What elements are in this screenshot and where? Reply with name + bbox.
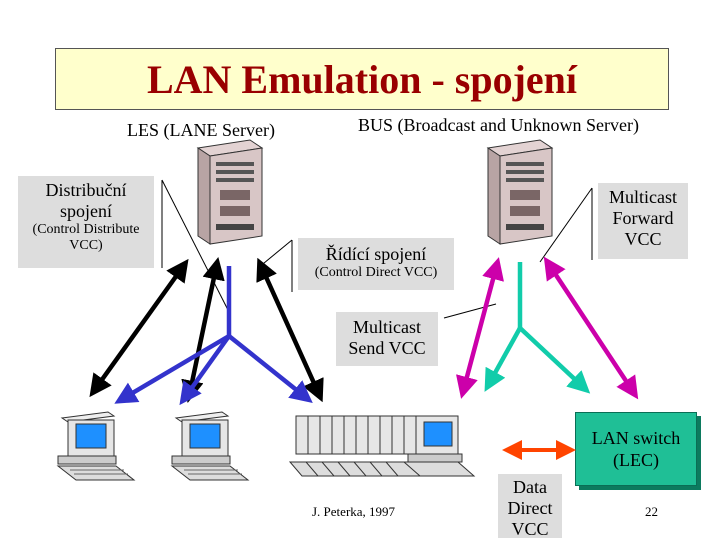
mcast-fwd-arrow-1	[456, 257, 504, 399]
control-distribute-label-box: Distribuční spojení (Control Distribute …	[18, 176, 154, 268]
lan-switch-line1: LAN switch	[591, 428, 681, 448]
distrib-line3: (Control Distribute	[32, 222, 140, 237]
mcast-fwd-line2: Forward	[612, 208, 674, 228]
bus-server-icon	[486, 139, 554, 245]
mcast-fwd-callout-line	[539, 187, 593, 263]
mcast-send-branch-2	[179, 334, 231, 406]
mcast-send-branch-3	[227, 334, 313, 404]
mcast-send-callout-line	[443, 303, 497, 319]
title-box: LAN Emulation - spojení	[55, 48, 669, 110]
distrib-line1: Distribuční	[45, 180, 127, 200]
mcast-send-line1: Multicast	[353, 317, 421, 337]
bus-label: BUS (Broadcast and Unknown Server)	[358, 115, 639, 135]
mcast-fwd-line3: VCC	[624, 229, 662, 249]
data-direct-line1: Data	[513, 477, 547, 497]
data-direct-label-box: Data Direct VCC	[498, 474, 562, 539]
distrib-line4: VCC)	[69, 238, 103, 253]
lan-switch-line2: (LEC)	[613, 450, 659, 470]
workstation-stack-icon	[288, 415, 476, 477]
les-server-icon	[196, 139, 264, 245]
multicast-send-label-box: Multicast Send VCC	[336, 312, 438, 366]
page-title: LAN Emulation - spojení	[146, 56, 578, 102]
mcast-fwd-line1: Multicast	[609, 187, 677, 207]
mcast-send-line2: Send VCC	[348, 338, 426, 358]
data-direct-line2: Direct	[507, 498, 553, 518]
ridici-line2: (Control Direct VCC)	[314, 265, 438, 280]
control-arrow-2	[181, 256, 225, 404]
les-label: LES (LANE Server)	[127, 120, 275, 140]
footer-author: J. Peterka, 1997	[312, 504, 396, 519]
control-direct-label-box: Řídící spojení (Control Direct VCC)	[298, 238, 454, 290]
ridici-callout-line	[257, 239, 293, 269]
control-arrow-1	[89, 258, 189, 398]
footer-page-number: 22	[645, 504, 658, 519]
workstation-icon-1	[56, 411, 136, 481]
lan-switch-box: LAN switch (LEC)	[575, 412, 697, 486]
mcast-fwd-arrow-2	[543, 256, 639, 400]
bus-tree-branch-1	[484, 326, 522, 392]
multicast-forward-label-box: Multicast Forward VCC	[598, 183, 688, 259]
data-direct-line3: VCC	[511, 519, 549, 539]
distrib-line2: spojení	[60, 201, 112, 221]
control-arrow-3	[256, 257, 324, 403]
workstation-icon-2	[170, 411, 250, 481]
bus-tree-branch-2	[518, 326, 591, 394]
mcast-send-branch-1	[114, 334, 231, 404]
ridici-line1: Řídící spojení	[325, 244, 427, 264]
